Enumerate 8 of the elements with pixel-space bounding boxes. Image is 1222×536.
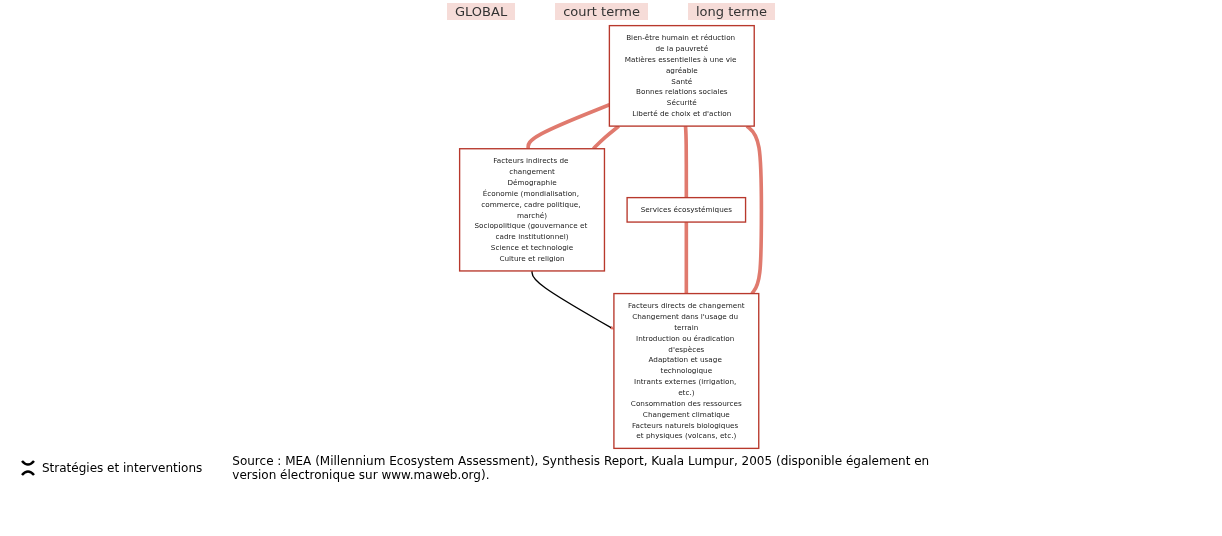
connector	[684, 125, 689, 198]
caption: Source : MEA (Millennium Ecosystem Assessment), Synthesis Report, Kuala Lumpur, 2005 (disponible également en version électronique sur www.maweb.org).	[232, 454, 931, 482]
diagram-label: court terme	[555, 2, 648, 20]
diagram-label: GLOBAL	[447, 2, 516, 20]
arrow	[531, 270, 615, 330]
diagram-label: long terme	[687, 2, 775, 20]
legend-label: Stratégies et interventions	[42, 461, 203, 475]
connector	[685, 222, 689, 294]
